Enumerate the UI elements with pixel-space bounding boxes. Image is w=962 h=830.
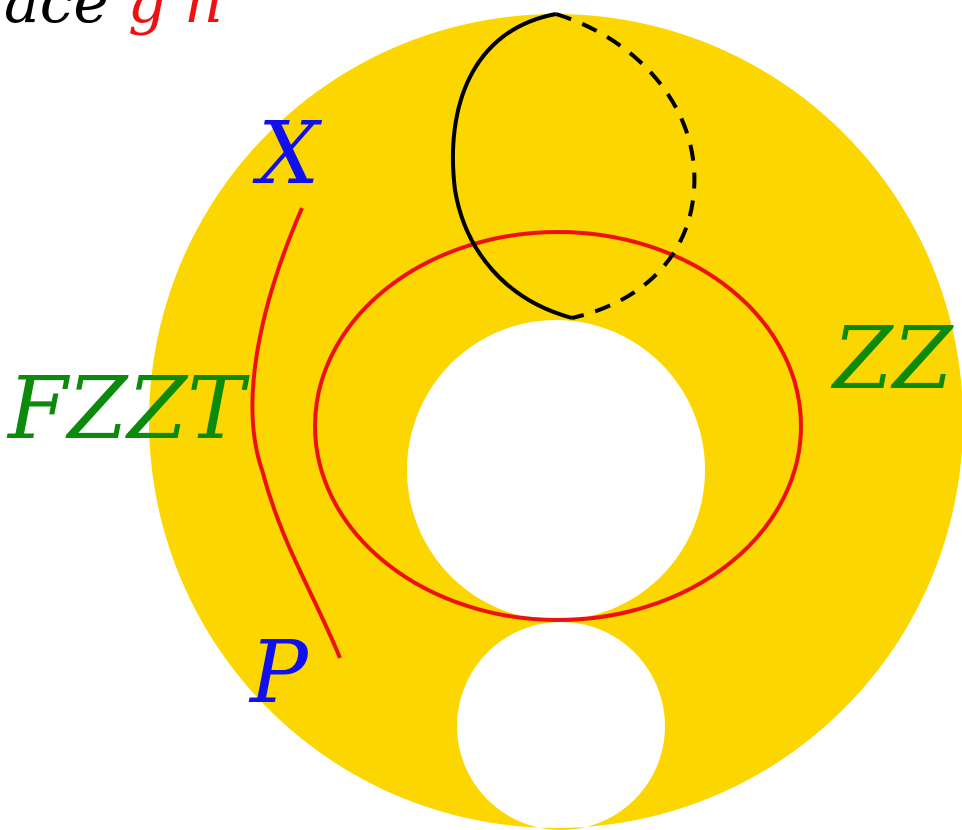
label-region-right: ZZ xyxy=(830,309,954,409)
red-loop xyxy=(313,230,803,622)
top-fragment-label: ace g h xyxy=(4,0,224,37)
top-fragment-black: ace xyxy=(4,0,128,37)
yellow-surface xyxy=(149,14,962,830)
label-region-left: FZZT xyxy=(6,359,250,459)
red-arc-x-to-p xyxy=(250,207,342,659)
top-fragment-red: g h xyxy=(128,0,224,37)
meridian-front xyxy=(450,12,573,320)
label-p: P xyxy=(248,623,310,723)
label-x: X xyxy=(252,104,323,204)
